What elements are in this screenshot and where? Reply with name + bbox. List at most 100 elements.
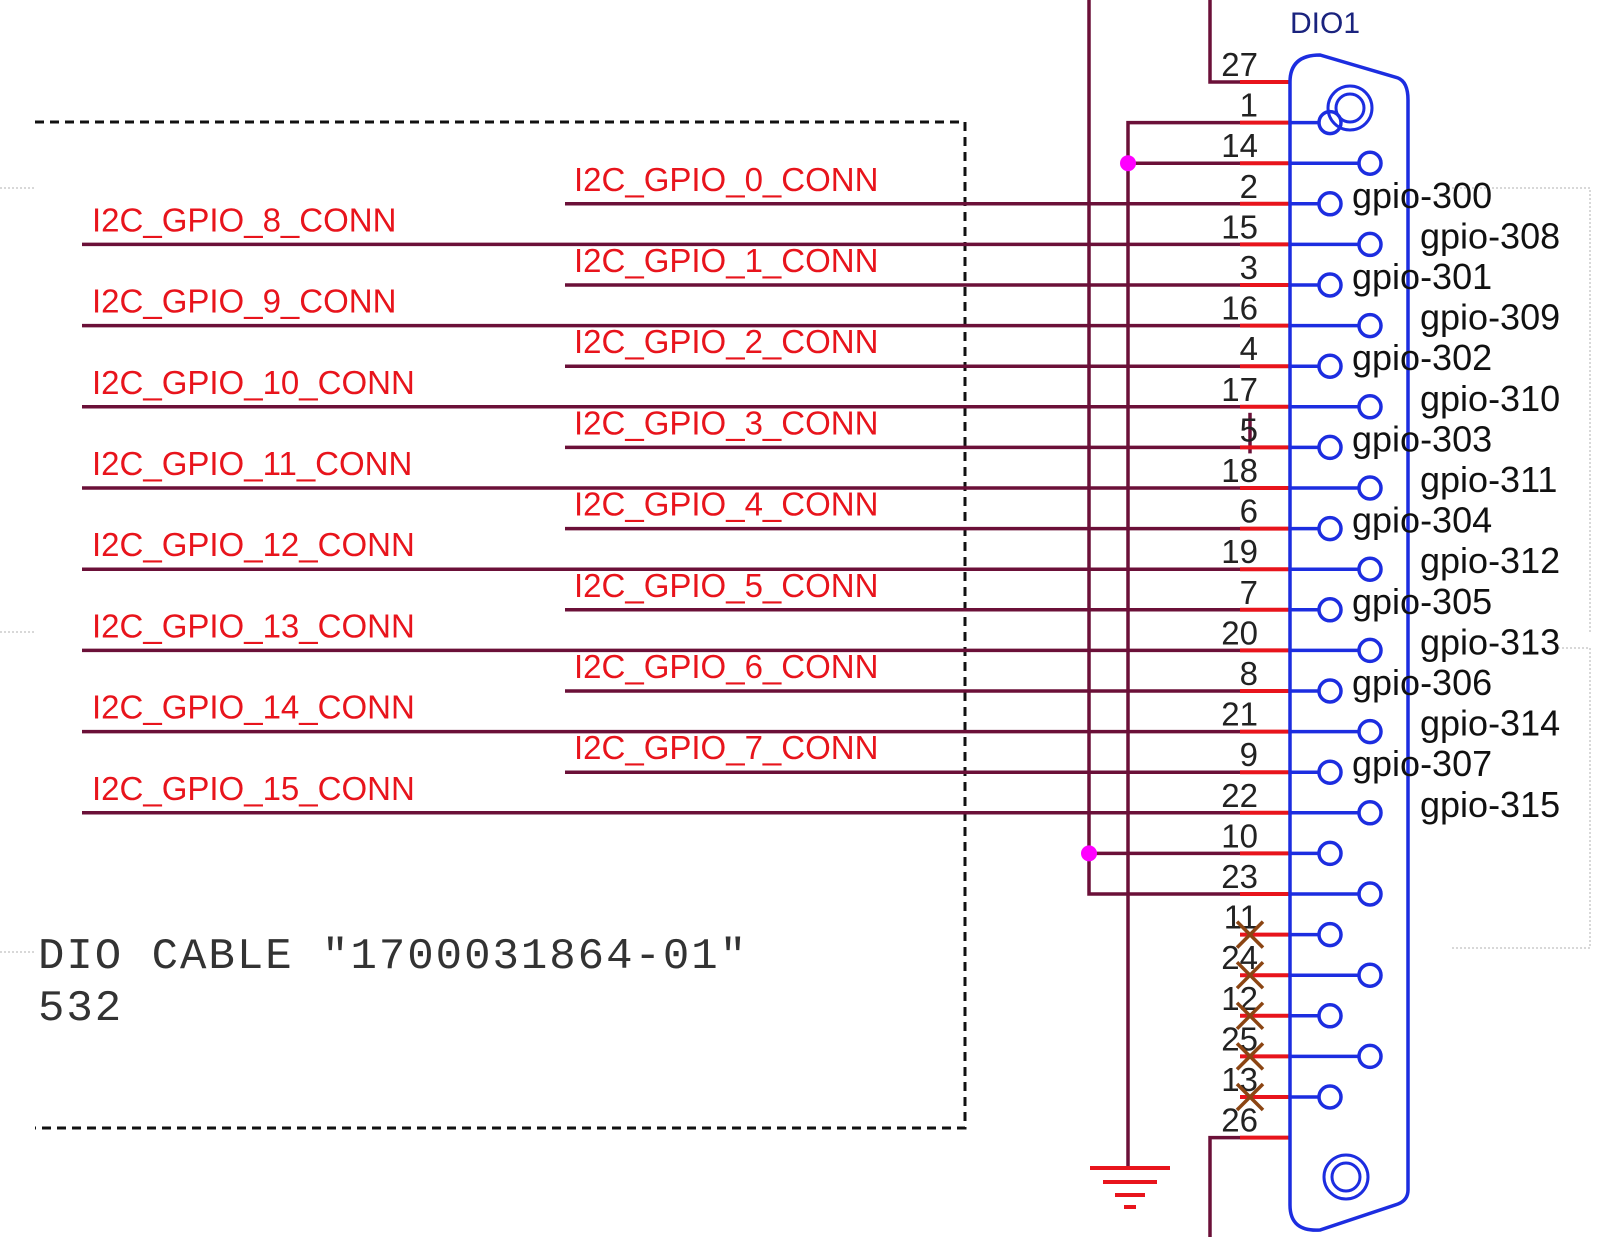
contact-circle-5 [1317,434,1343,461]
wires [82,0,1252,1237]
gpio-label: gpio-301 [1352,256,1492,297]
mounting-hole-1 [1326,84,1374,132]
connector-outline [1288,53,1410,1232]
pin-number-6: 6 [1240,493,1258,530]
wire-ground-bus-2 [1087,0,1240,896]
net-labels: I2C_GPIO_0_CONNI2C_GPIO_1_CONNI2C_GPIO_2… [92,161,878,807]
net-label-left: I2C_GPIO_5_CONN [574,567,878,604]
no-connect-13 [1235,1082,1265,1112]
contact-circle-13 [1317,1084,1343,1110]
pin-number-22: 22 [1221,777,1258,814]
pin-number-8: 8 [1240,655,1258,692]
connector-refdes: DIO1 [1290,7,1360,40]
contact-circle-17 [1357,394,1383,420]
pin-number-3: 3 [1240,249,1258,286]
wire-pin-26 [1208,1135,1240,1237]
no-connect-24 [1235,960,1265,990]
gpio-label: gpio-315 [1420,784,1560,825]
gpio-labels: gpio-300gpio-308gpio-301gpio-309gpio-302… [1352,175,1560,825]
junctions [1081,155,1136,862]
gpio-label: gpio-302 [1352,337,1492,378]
pin-number-27: 27 [1221,46,1258,83]
gpio-label: gpio-304 [1352,500,1492,541]
contact-circle-24 [1357,962,1383,988]
net-label-right: I2C_GPIO_14_CONN [92,689,415,726]
contact-circle-25 [1357,1043,1383,1070]
ground-symbol [1090,1166,1170,1209]
gpio-label: gpio-311 [1420,459,1557,500]
wire-ground-bus-1 [1126,120,1240,1168]
gpio-label: gpio-305 [1352,581,1492,622]
net-label-left: I2C_GPIO_4_CONN [574,486,878,523]
net-label-right: I2C_GPIO_9_CONN [92,283,396,320]
gpio-label: gpio-307 [1352,743,1492,784]
pin-number-14: 14 [1221,127,1258,164]
contact-circle-1 [1317,109,1343,136]
net-label-right: I2C_GPIO_12_CONN [92,526,415,563]
net-label-right: I2C_GPIO_8_CONN [92,201,396,238]
net-label-left: I2C_GPIO_6_CONN [574,648,878,685]
no-connect-11 [1235,920,1265,949]
pin-number-18: 18 [1221,452,1258,489]
pin-number-17: 17 [1221,371,1258,408]
pin-number-15: 15 [1221,208,1258,245]
background-guides [0,187,1591,953]
contact-circle-21 [1357,718,1383,745]
contact-circle-10 [1317,840,1343,867]
pin-number-7: 7 [1240,574,1258,611]
contact-circle-20 [1357,637,1383,664]
contact-circle-18 [1357,475,1383,501]
pin-number-9: 9 [1240,736,1258,773]
connector-body [1288,53,1410,1232]
net-label-left: I2C_GPIO_1_CONN [574,242,878,279]
contact-circle-2 [1317,191,1343,217]
junction-ground-2 [1081,845,1097,862]
contact-circle-7 [1317,597,1343,623]
cable-label-line2: 532 [38,984,123,1034]
contact-circle-6 [1317,515,1343,542]
mounting-hole-inner-2 [1330,1161,1362,1193]
pin-stubs [1240,80,1290,1140]
net-label-left: I2C_GPIO_3_CONN [574,404,878,441]
pin-number-21: 21 [1221,696,1258,733]
pin-number-5: 5 [1240,411,1258,448]
no-connect-markers [1235,920,1265,1112]
mounting-hole-inner-1 [1334,92,1366,124]
net-label-right: I2C_GPIO_15_CONN [92,770,415,807]
pin-number-23: 23 [1221,858,1258,895]
gpio-label: gpio-306 [1352,662,1492,703]
no-connect-25 [1235,1042,1265,1071]
gpio-label: gpio-310 [1420,378,1560,419]
no-connect-12 [1235,1001,1265,1031]
net-label-right: I2C_GPIO_10_CONN [92,364,415,401]
contact-circle-4 [1317,353,1343,379]
gpio-label: gpio-312 [1420,540,1560,581]
pin-number-19: 19 [1221,533,1258,570]
pin-number-1: 1 [1240,87,1258,124]
gpio-label: gpio-314 [1420,703,1560,744]
pin-number-4: 4 [1240,330,1258,367]
pin-number-10: 10 [1221,817,1258,854]
net-label-right: I2C_GPIO_11_CONN [92,445,412,482]
gpio-label: gpio-313 [1420,621,1560,662]
contact-circle-15 [1357,231,1383,258]
gpio-label: gpio-308 [1420,215,1560,256]
contact-circle-3 [1317,272,1343,298]
wire-pin-27 [1208,0,1240,84]
contact-circle-23 [1357,881,1383,907]
junction-ground-1 [1120,155,1136,172]
gpio-label: gpio-303 [1352,418,1492,459]
gpio-label: gpio-309 [1420,297,1560,338]
pin-number-20: 20 [1221,614,1258,651]
contact-circle-11 [1317,921,1343,948]
pin-number-16: 16 [1221,290,1258,327]
contact-circle-19 [1357,556,1383,582]
cable-boundary-box [35,120,967,1130]
contact-circle-14 [1357,150,1383,176]
contact-circle-9 [1317,759,1343,785]
contact-circle-16 [1357,312,1383,339]
contact-circle-8 [1317,678,1343,704]
net-label-left: I2C_GPIO_0_CONN [574,161,878,198]
pin-number-2: 2 [1240,168,1258,205]
